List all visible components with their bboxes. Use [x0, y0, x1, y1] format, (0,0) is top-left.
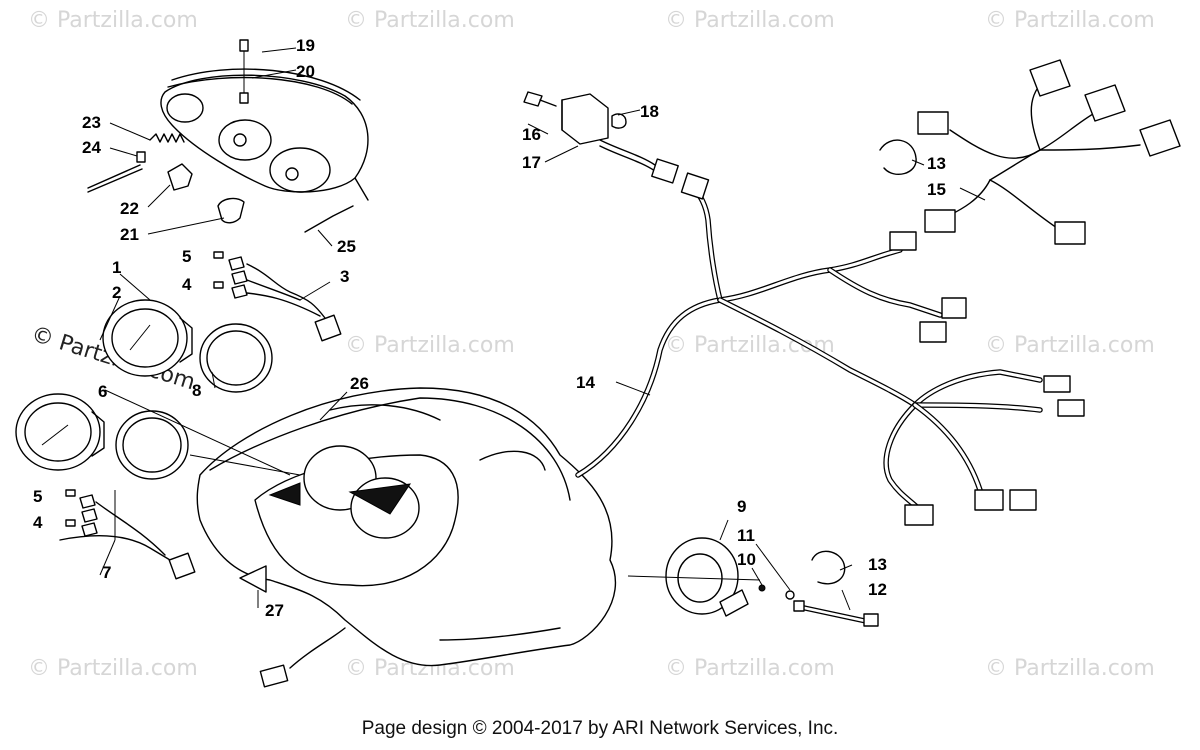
watermark-text: © Partzilla.com [985, 656, 1155, 681]
watermark-text: © Partzilla.com [665, 656, 835, 681]
callout-2: 2 [112, 283, 121, 302]
watermark-text: © Partzilla.com [345, 333, 515, 358]
callout-26: 26 [350, 374, 369, 393]
callout-16: 16 [522, 125, 541, 144]
tachometer-assembly [15, 393, 196, 580]
callout-5: 5 [33, 487, 42, 506]
callout-18: 18 [640, 102, 659, 121]
callout-13: 13 [868, 555, 887, 574]
sub-harness [879, 59, 1181, 245]
callout-24: 24 [82, 138, 101, 157]
callout-13: 13 [927, 154, 946, 173]
callout-1: 1 [112, 258, 121, 277]
callout-labels: 19 20 23 24 22 21 25 5 4 1 2 3 8 6 26 5 … [33, 36, 946, 620]
callout-25: 25 [337, 237, 356, 256]
callout-20: 20 [296, 62, 315, 81]
callout-5: 5 [182, 247, 191, 266]
watermark-text: © Partzilla.com [28, 656, 198, 681]
watermark-text: © Partzilla.com [345, 8, 515, 33]
watermark-text: © Partzilla.com [985, 8, 1155, 33]
headlight-assembly [87, 39, 369, 247]
callout-21: 21 [120, 225, 139, 244]
callout-15: 15 [927, 180, 946, 199]
callout-12: 12 [868, 580, 887, 599]
callout-4: 4 [33, 513, 43, 532]
callout-9: 9 [737, 497, 746, 516]
footer-copyright: Page design © 2004-2017 by ARI Network S… [361, 718, 839, 739]
callout-22: 22 [120, 199, 139, 218]
callout-14: 14 [576, 373, 595, 392]
drive-assembly [627, 519, 879, 627]
callout-4: 4 [182, 275, 192, 294]
callout-8: 8 [192, 381, 201, 400]
hood-panel [104, 387, 617, 688]
callout-10: 10 [737, 550, 756, 569]
callout-27: 27 [265, 601, 284, 620]
wiring-harness [575, 187, 1085, 526]
speedometer-assembly [99, 251, 342, 393]
callout-19: 19 [296, 36, 315, 55]
watermark-text: © Partzilla.com [28, 8, 198, 33]
watermark-text: © Partzilla.com [665, 8, 835, 33]
callout-3: 3 [340, 267, 349, 286]
callout-7: 7 [102, 563, 111, 582]
watermark-text: © Partzilla.com [985, 333, 1155, 358]
callout-17: 17 [522, 153, 541, 172]
callout-6: 6 [98, 382, 107, 401]
voltage-regulator [523, 91, 710, 200]
callout-11: 11 [737, 526, 755, 545]
callout-23: 23 [82, 113, 101, 132]
